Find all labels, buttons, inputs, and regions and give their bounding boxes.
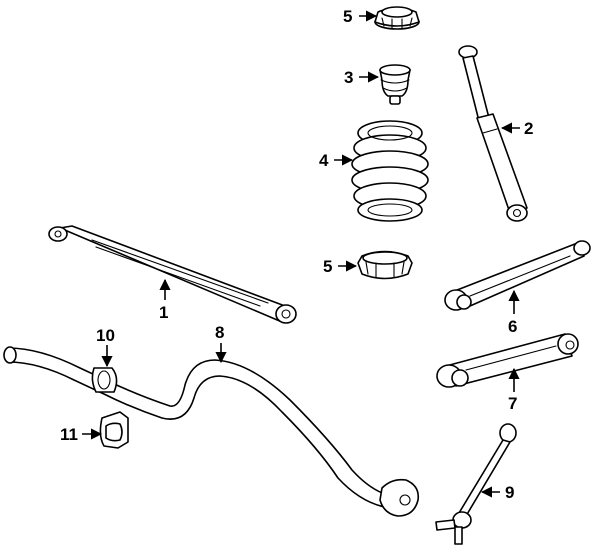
trailing-arm [48,225,297,324]
stabilizer-bushing [99,411,129,449]
stabilizer-bushing-installed [91,367,118,393]
callout-4: 4 [319,151,329,170]
callout-9: 9 [505,483,514,502]
upper-control-arm [444,240,591,311]
callout-11: 11 [60,425,78,444]
callout-8: 8 [215,323,224,342]
callout-1: 1 [159,303,168,322]
callout-5-lower: 5 [323,257,332,276]
callout-5-upper: 5 [343,7,352,26]
callout-labels: 5 3 4 5 2 1 6 7 8 10 11 9 [60,7,533,502]
callout-leaders [82,10,520,498]
jounce-bumper [379,64,411,105]
coil-spring [351,120,429,222]
callout-6: 6 [508,317,517,336]
callout-7: 7 [508,394,517,413]
lower-spring-insulator [357,250,413,280]
stabilizer-link [435,423,517,545]
lower-control-arm [436,333,579,388]
callout-10: 10 [96,326,115,345]
shock-absorber [458,45,528,222]
upper-spring-insulator [374,6,420,30]
callout-2: 2 [524,119,533,138]
callout-3: 3 [344,68,353,87]
